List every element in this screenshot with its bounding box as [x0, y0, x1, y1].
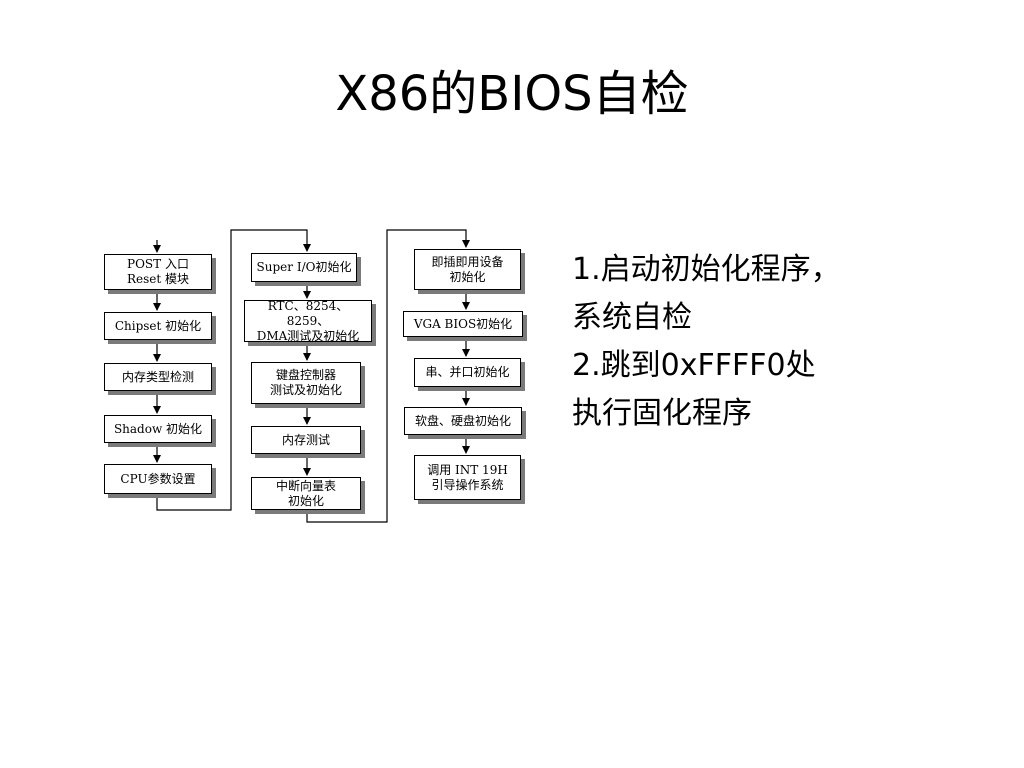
box-interrupt-vector-init: 中断向量表 初始化 — [251, 477, 361, 510]
box-super-io-init: Super I/O初始化 — [251, 253, 357, 282]
note-line-1: 1.启动初始化程序， — [572, 252, 841, 287]
box-pnp-device-init: 即插即用设备 初始化 — [414, 249, 521, 290]
note-line-3: 2.跳到0xFFFF0处 — [572, 348, 816, 383]
box-post-reset: POST 入口 Reset 模块 — [104, 254, 212, 290]
box-shadow-init: Shadow 初始化 — [104, 415, 212, 443]
box-memory-type-detect: 内存类型检测 — [104, 363, 212, 391]
box-rtc-dma-init: RTC、8254、8259、 DMA测试及初始化 — [244, 299, 372, 343]
box-chipset-init: Chipset 初始化 — [104, 312, 212, 340]
box-serial-parallel-init: 串、并口初始化 — [414, 358, 521, 387]
box-keyboard-controller-init: 键盘控制器 测试及初始化 — [251, 362, 361, 404]
box-cpu-param-setup: CPU参数设置 — [104, 464, 212, 494]
note-line-4: 执行固化程序 — [572, 396, 752, 431]
explanation-text: 1.启动初始化程序， 系统自检 2.跳到0xFFFF0处 执行固化程序 — [572, 246, 1012, 438]
box-int19h-boot: 调用 INT 19H 引导操作系统 — [414, 455, 521, 500]
box-memory-test: 内存测试 — [251, 426, 361, 454]
box-floppy-hdd-init: 软盘、硬盘初始化 — [404, 407, 522, 435]
slide-title: X86的BIOS自检 — [335, 66, 689, 122]
box-vga-bios-init: VGA BIOS初始化 — [403, 311, 523, 337]
note-line-2: 系统自检 — [572, 300, 692, 335]
